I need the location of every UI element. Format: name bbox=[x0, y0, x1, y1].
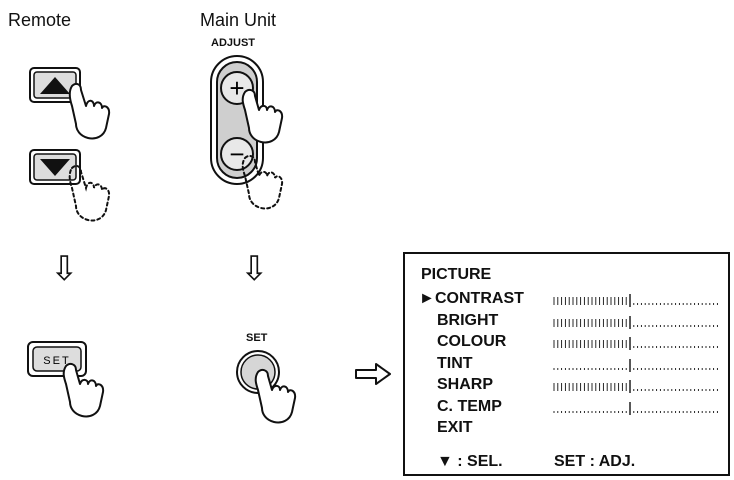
menu-item[interactable]: EXIT bbox=[405, 419, 728, 439]
menu-item[interactable]: BRIGHT bbox=[405, 312, 728, 332]
main-unit-column-title: Main Unit bbox=[200, 10, 277, 30]
remote-column-title: Remote bbox=[8, 10, 72, 30]
level-bar bbox=[553, 315, 718, 329]
menu-item-label: BRIGHT bbox=[437, 311, 499, 329]
menu-item[interactable]: SHARP bbox=[405, 376, 728, 396]
menu-item-label: CONTRAST bbox=[435, 290, 524, 307]
dashed-hand-icon bbox=[241, 154, 284, 210]
dashed-hand-icon bbox=[68, 164, 111, 222]
pointing-hand-icon bbox=[68, 82, 111, 140]
menu-item-label: COLOUR bbox=[437, 333, 507, 350]
menu-item-label: SHARP bbox=[437, 376, 494, 393]
level-bar bbox=[553, 337, 718, 350]
pointing-hand-icon bbox=[254, 368, 297, 424]
menu-item[interactable]: C. TEMP bbox=[405, 398, 728, 418]
adjust-rocker[interactable]: + − bbox=[205, 52, 315, 222]
plus-sign: + bbox=[229, 73, 244, 103]
remote-up-button[interactable] bbox=[28, 66, 118, 146]
menu-item[interactable]: ►CONTRAST bbox=[405, 290, 728, 310]
main-set-button[interactable] bbox=[236, 350, 336, 450]
footer-adjust-hint: SET : ADJ. bbox=[554, 453, 636, 470]
set-label: SET bbox=[246, 332, 268, 344]
menu-item[interactable]: COLOUR bbox=[405, 333, 728, 353]
level-bar bbox=[553, 380, 718, 393]
pointing-hand-icon bbox=[62, 362, 105, 418]
pointing-hand-icon bbox=[241, 88, 284, 144]
level-bar bbox=[553, 358, 718, 372]
menu-title: PICTURE bbox=[421, 266, 492, 283]
menu-item-label: TINT bbox=[437, 354, 473, 372]
arrow-right-icon bbox=[355, 363, 391, 385]
selector-icon: ► bbox=[419, 290, 435, 307]
menu-item[interactable]: TINT bbox=[405, 355, 728, 375]
menu-item-label: C. TEMP bbox=[437, 397, 502, 415]
remote-down-button[interactable] bbox=[28, 148, 118, 228]
remote-set-button[interactable]: SET bbox=[26, 340, 136, 450]
footer-select-hint: ▼ : SEL. bbox=[437, 453, 503, 470]
menu-item-label: EXIT bbox=[437, 419, 473, 436]
arrow-down-icon: ⇩ bbox=[240, 250, 269, 288]
adjust-minus-button bbox=[220, 137, 254, 171]
adjust-label: ADJUST bbox=[211, 37, 256, 49]
remote-set-label: SET bbox=[43, 355, 70, 367]
minus-sign: − bbox=[229, 139, 244, 169]
up-triangle-icon bbox=[40, 77, 70, 94]
down-triangle-icon bbox=[40, 159, 70, 176]
level-bar bbox=[553, 401, 718, 415]
level-bar bbox=[553, 294, 718, 307]
arrow-down-icon: ⇩ bbox=[50, 250, 79, 288]
